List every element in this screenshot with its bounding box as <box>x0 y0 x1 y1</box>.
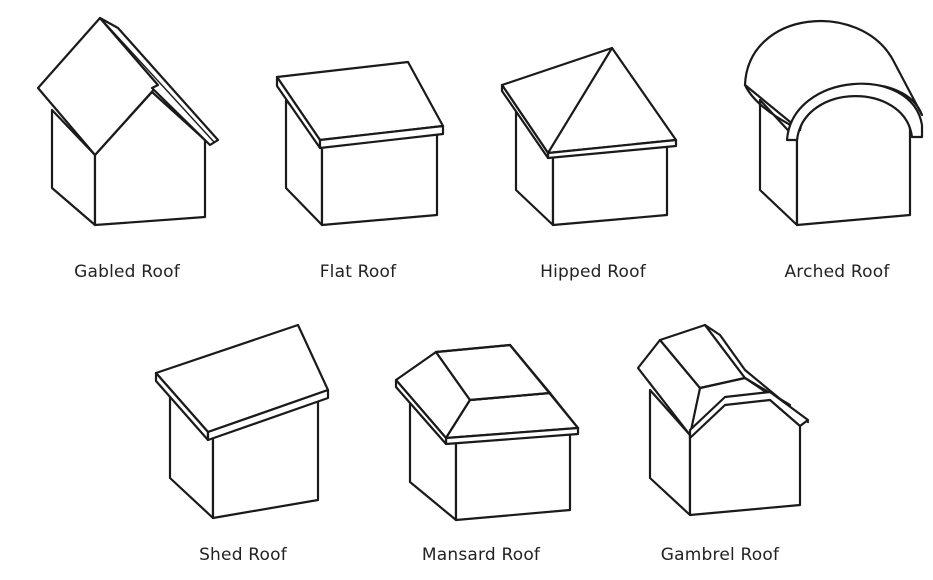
label-shed-roof: Shed Roof <box>199 545 287 565</box>
mansard-roof-illustration <box>394 343 580 522</box>
label-hipped-roof: Hipped Roof <box>540 262 646 282</box>
arched-roof-illustration <box>743 19 924 227</box>
flat-roof-illustration <box>275 60 445 227</box>
label-gabled-roof: Gabled Roof <box>74 262 180 282</box>
gabled-roof-illustration <box>36 16 220 227</box>
gambrel-roof-illustration <box>636 323 810 517</box>
shed-roof-illustration <box>154 323 330 520</box>
label-mansard-roof: Mansard Roof <box>421 545 541 565</box>
label-flat-roof: Flat Roof <box>319 262 397 282</box>
hipped-roof-illustration <box>500 46 678 227</box>
label-gambrel-roof: Gambrel Roof <box>660 545 780 565</box>
label-arched-roof: Arched Roof <box>784 262 890 282</box>
